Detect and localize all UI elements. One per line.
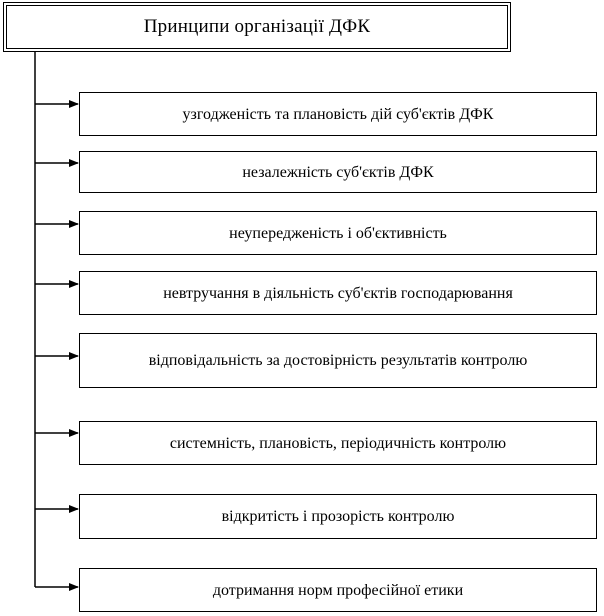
principle-box-7: відкритість і прозорість контролю	[79, 494, 597, 539]
diagram-title: Принципи організації ДФК	[143, 16, 371, 37]
principle-box-6: системність, плановість, періодичність к…	[79, 421, 597, 465]
principle-label: системність, плановість, періодичність к…	[169, 434, 507, 452]
principle-box-8: дотримання норм професійної етики	[79, 568, 597, 612]
principle-box-3: неупередженість і об'єктивність	[79, 211, 597, 255]
principle-box-4: невтручання в діяльність суб'єктів госпо…	[79, 271, 597, 315]
diagram-title-box: Принципи організації ДФК	[3, 2, 511, 52]
principle-label: невтручання в діяльність суб'єктів госпо…	[163, 284, 513, 302]
principle-label: відповідальність за достовірність резуль…	[148, 352, 528, 369]
principle-box-2: незалежність суб'єктів ДФК	[79, 151, 597, 193]
principle-label: неупередженість і об'єктивність	[229, 224, 447, 242]
principle-label: відкритість і прозорість контролю	[221, 508, 455, 525]
principle-box-5: відповідальність за достовірність резуль…	[79, 333, 597, 388]
principle-label: узгодженість та плановість дій суб'єктів…	[182, 105, 494, 123]
principle-label: незалежність суб'єктів ДФК	[242, 163, 434, 181]
principle-label: дотримання норм професійної етики	[212, 581, 464, 599]
principle-box-1: узгодженість та плановість дій суб'єктів…	[79, 92, 597, 136]
